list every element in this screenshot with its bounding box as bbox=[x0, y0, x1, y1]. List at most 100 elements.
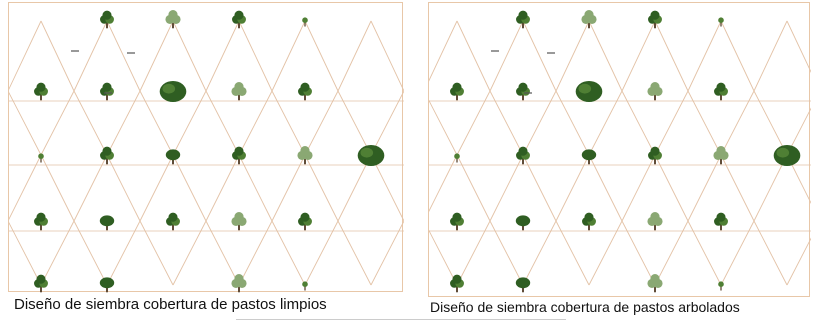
tree-icon bbox=[231, 82, 247, 101]
triangle-edge bbox=[588, 90, 623, 156]
triangle-edge bbox=[238, 20, 273, 92]
tree-icon bbox=[34, 212, 48, 231]
tree-icon bbox=[713, 146, 729, 165]
triangle-edge bbox=[720, 220, 755, 286]
tree-icon bbox=[582, 212, 596, 231]
tree-icon bbox=[581, 10, 597, 29]
caption-clean-pasture: Diseño de siembra cobertura de pastos li… bbox=[14, 296, 327, 313]
tree-icon bbox=[100, 146, 114, 165]
triangle-edge bbox=[337, 90, 372, 156]
tree-icon bbox=[647, 274, 663, 293]
seedling-icon bbox=[38, 153, 44, 163]
triangle-edge bbox=[205, 154, 240, 222]
seedling-icon bbox=[718, 281, 724, 291]
triangle-edge bbox=[73, 90, 108, 156]
seedling-icon bbox=[302, 17, 308, 27]
triangle-edge bbox=[429, 99, 458, 156]
triangle-edge bbox=[522, 20, 557, 92]
triangle-edge bbox=[687, 220, 722, 286]
triangle-edge bbox=[172, 20, 207, 92]
triangle-edge bbox=[304, 154, 339, 222]
triangle-edge bbox=[654, 20, 689, 92]
triangle-edge bbox=[786, 20, 811, 73]
triangle-edge bbox=[271, 20, 306, 92]
triangle-edge bbox=[205, 20, 240, 92]
triangle-edge bbox=[786, 107, 811, 156]
tree-icon bbox=[647, 212, 663, 231]
triangle-edge bbox=[786, 237, 811, 286]
triangle-edge bbox=[654, 90, 689, 156]
triangle-edge bbox=[588, 154, 623, 222]
tree-icon bbox=[516, 146, 530, 165]
triangle-edge bbox=[753, 90, 788, 156]
triangle-edge bbox=[73, 220, 108, 286]
triangle-edge bbox=[9, 20, 42, 90]
triangle-edge bbox=[106, 220, 141, 286]
tree-icon bbox=[648, 10, 662, 29]
tree-icon bbox=[298, 212, 312, 231]
triangle-edge bbox=[720, 154, 755, 222]
triangle-edge bbox=[489, 20, 524, 92]
tree-icon bbox=[450, 212, 464, 231]
tree-icon bbox=[581, 149, 597, 165]
triangle-edge bbox=[753, 20, 788, 92]
triangle-edge bbox=[40, 20, 75, 92]
triangle-edge bbox=[555, 220, 590, 286]
tree-icon bbox=[100, 82, 114, 101]
triangle-edge bbox=[370, 90, 404, 156]
triangle-edge bbox=[205, 90, 240, 156]
triangle-grid-left bbox=[9, 10, 404, 293]
tree-icon bbox=[515, 215, 531, 231]
planting-diagram-wooded-pasture bbox=[428, 2, 811, 297]
triangle-edge bbox=[73, 20, 108, 92]
triangle-edge bbox=[238, 154, 273, 222]
triangle-edge bbox=[621, 20, 656, 92]
tree-icon bbox=[166, 212, 180, 231]
triangle-edge bbox=[172, 90, 207, 156]
tree-icon bbox=[232, 146, 246, 165]
triangle-edge bbox=[337, 154, 372, 222]
triangle-edge bbox=[429, 154, 458, 213]
triangle-edge bbox=[337, 20, 372, 92]
tree-icon bbox=[298, 82, 312, 101]
tree-icon bbox=[516, 10, 530, 29]
triangle-edge bbox=[489, 220, 524, 286]
triangle-edge bbox=[687, 154, 722, 222]
triangle-edge bbox=[588, 20, 623, 92]
triangle-edge bbox=[555, 90, 590, 156]
tree-icon bbox=[648, 146, 662, 165]
triangle-edge bbox=[205, 220, 240, 286]
triangle-edge bbox=[489, 154, 524, 222]
triangle-edge bbox=[139, 90, 174, 156]
triangle-edge bbox=[271, 220, 306, 286]
triangle-edge bbox=[429, 229, 458, 286]
triangle-edge bbox=[654, 220, 689, 286]
triangle-edge bbox=[139, 154, 174, 222]
tree-icon bbox=[100, 10, 114, 29]
tree-icon bbox=[450, 274, 464, 293]
triangle-edge bbox=[238, 90, 273, 156]
triangle-edge bbox=[304, 20, 339, 92]
triangle-edge bbox=[304, 220, 339, 286]
triangle-edge bbox=[172, 154, 207, 222]
large-tree-icon bbox=[575, 81, 603, 102]
triangle-edge bbox=[370, 154, 404, 222]
tree-icon bbox=[99, 277, 115, 293]
tree-icon bbox=[714, 212, 728, 231]
triangle-edge bbox=[172, 220, 207, 286]
triangle-edge bbox=[687, 20, 722, 92]
tree-icon bbox=[647, 82, 663, 101]
tree-icon bbox=[516, 82, 530, 101]
large-tree-icon bbox=[159, 81, 187, 102]
triangle-edge bbox=[106, 90, 141, 156]
caption-wooded-pasture: Diseño de siembra cobertura de pastos ar… bbox=[430, 299, 740, 315]
triangle-edge bbox=[9, 154, 42, 221]
triangle-edge bbox=[370, 220, 404, 286]
large-tree-icon bbox=[773, 145, 801, 166]
triangle-edge bbox=[555, 154, 590, 222]
triangle-edge bbox=[73, 154, 108, 222]
triangle-edge bbox=[489, 90, 524, 156]
tree-icon bbox=[714, 82, 728, 101]
triangle-edge bbox=[40, 220, 75, 286]
triangle-edge bbox=[654, 154, 689, 222]
